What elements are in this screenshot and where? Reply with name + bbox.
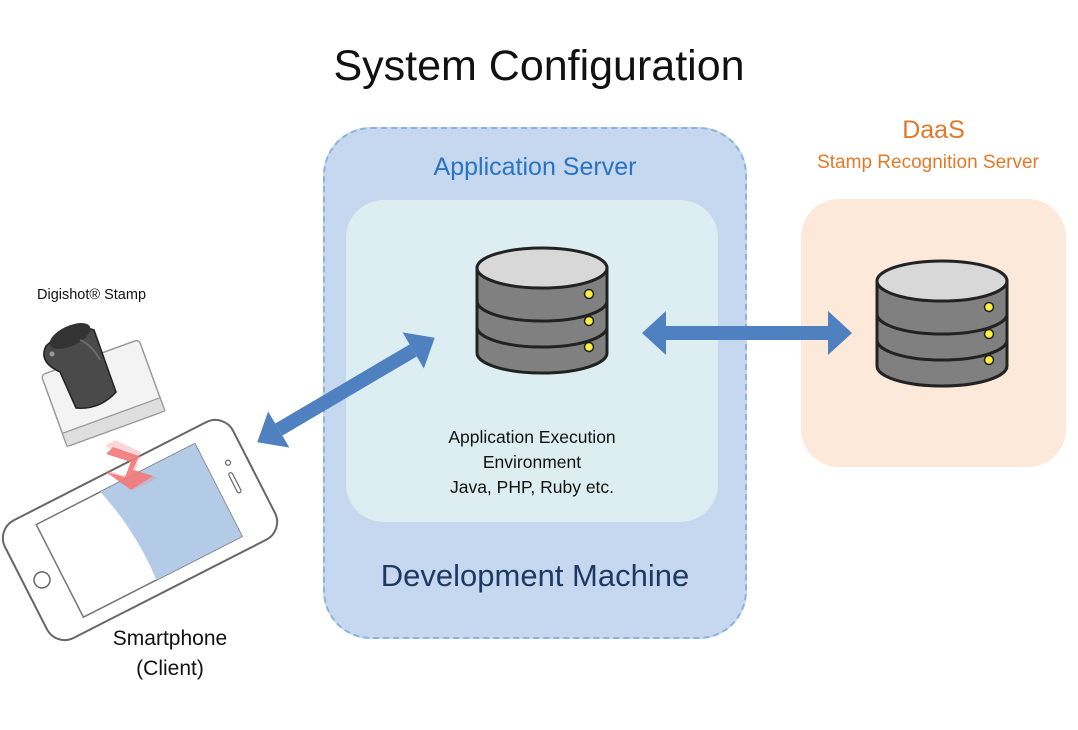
daas-label: DaaS <box>902 116 965 144</box>
server-link-arrow <box>642 311 852 355</box>
execution-environment-text: Application Execution Environment Java, … <box>346 425 718 500</box>
env-line-1: Application Execution <box>448 427 616 447</box>
development-machine-label: Development Machine <box>380 558 690 593</box>
smartphone-label: Smartphone (Client) <box>60 624 280 684</box>
daas-server-icon <box>875 259 1009 388</box>
application-server-icon <box>475 246 609 375</box>
client-link-arrow <box>257 332 435 448</box>
stamp-recognition-server-label: Stamp Recognition Server <box>817 152 1039 173</box>
digishot-stamp-icon <box>41 323 166 448</box>
env-line-3: Java, PHP, Ruby etc. <box>449 477 615 497</box>
smartphone-icon <box>1 418 279 642</box>
application-server-label: Application Server <box>433 153 637 181</box>
phone-label-line-2: (Client) <box>136 657 204 680</box>
stamp-signal-arrow <box>105 440 158 490</box>
digishot-stamp-label: Digishot® Stamp <box>37 287 147 303</box>
diagram-title: System Configuration <box>333 42 745 90</box>
env-line-2: Environment <box>482 452 582 472</box>
phone-label-line-1: Smartphone <box>112 627 228 650</box>
